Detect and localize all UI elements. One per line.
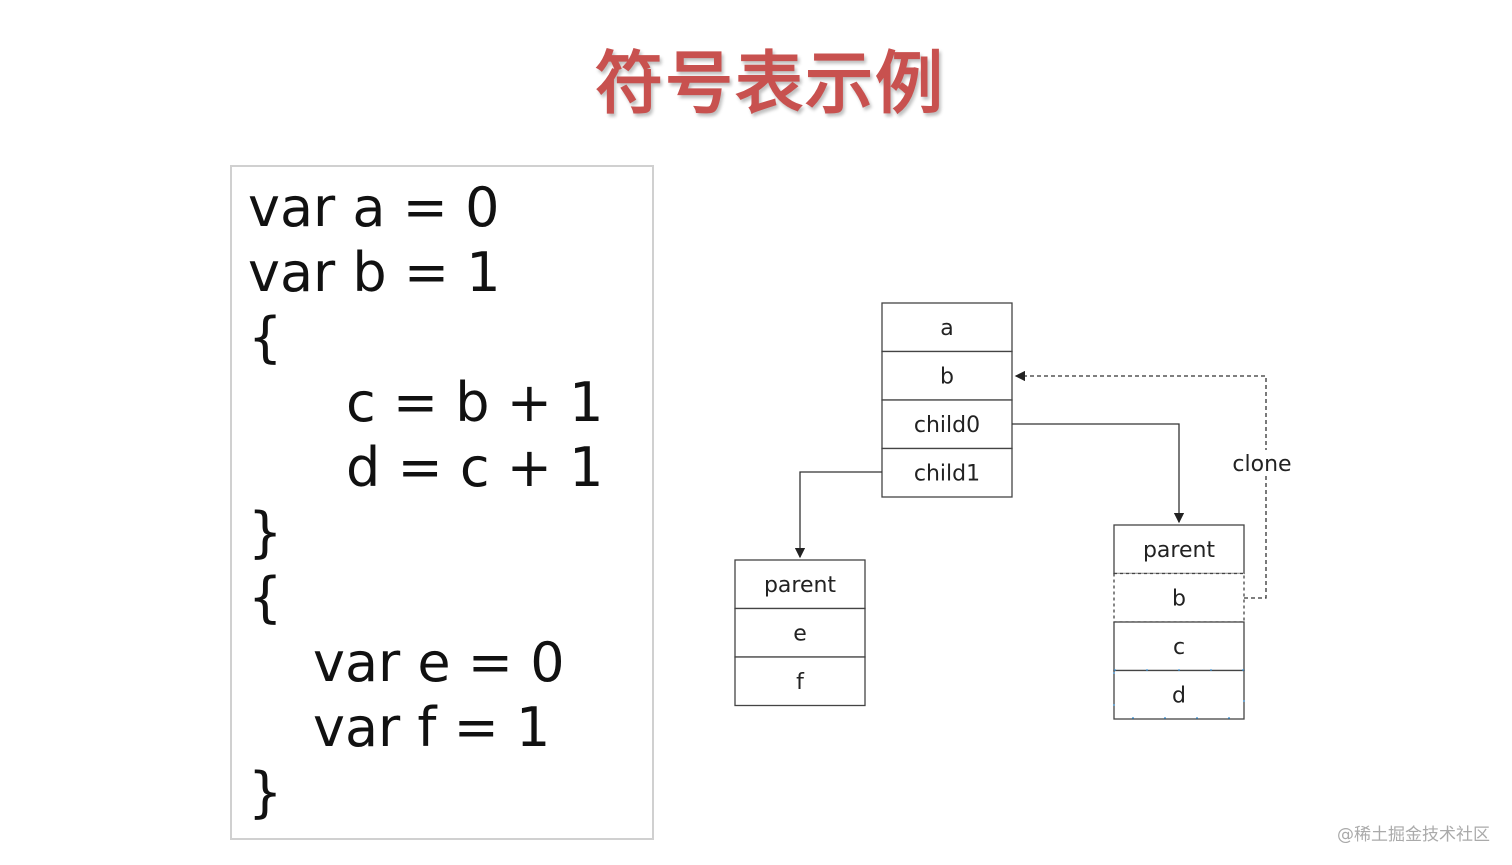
global-scope-cell — [881, 447, 1013, 498]
child0-scope-cell-label: parent — [1143, 538, 1215, 563]
child0-scope-cell — [1113, 621, 1245, 672]
code-line: { — [248, 306, 283, 369]
slide-title: 符号表示例 — [594, 45, 945, 124]
child0-scope-cell — [1113, 524, 1245, 575]
global-scope-cell — [881, 399, 1013, 450]
child1-scope-cell — [734, 656, 866, 707]
global-scope-cell — [881, 302, 1013, 353]
watermark: @稀土掘金技术社区 — [1337, 825, 1490, 845]
global-scope-cell-label: a — [940, 316, 953, 341]
child1-scope-cell — [734, 607, 866, 658]
code-line: d = c + 1 — [346, 436, 604, 499]
global-scope-cell — [881, 350, 1013, 401]
clone-label: clone — [1232, 452, 1291, 477]
child0-scope-cell — [1113, 669, 1245, 720]
child1-scope-cell — [734, 559, 866, 610]
global-scope-cell-label: child1 — [914, 462, 980, 487]
child1-scope-cell-label: e — [793, 622, 807, 647]
selection-outline — [1113, 669, 1245, 719]
global-scope-cell-label: b — [940, 365, 954, 390]
child1-scope-cell-label: parent — [764, 573, 836, 598]
global-scope-cell-label: child0 — [914, 413, 980, 438]
child0-scope-cell-label: d — [1172, 684, 1186, 709]
child0-arrow — [1012, 423, 1185, 524]
code-line: var b = 1 — [248, 241, 501, 304]
child0-scope-cell-label: c — [1173, 635, 1185, 660]
code-line: var f = 1 — [313, 696, 551, 759]
code-line: } — [248, 501, 283, 564]
code-line: { — [248, 566, 283, 629]
code-line: } — [248, 761, 283, 824]
child0-scope-cell — [1113, 572, 1245, 623]
child0-scope-cell-label: b — [1172, 587, 1186, 612]
clone-arrow — [1014, 370, 1267, 599]
child1-scope-cell-label: f — [796, 670, 805, 695]
code-line: c = b + 1 — [346, 371, 604, 434]
code-line: var e = 0 — [313, 631, 565, 694]
child1-arrow — [794, 471, 882, 559]
code-line: var a = 0 — [248, 176, 500, 239]
